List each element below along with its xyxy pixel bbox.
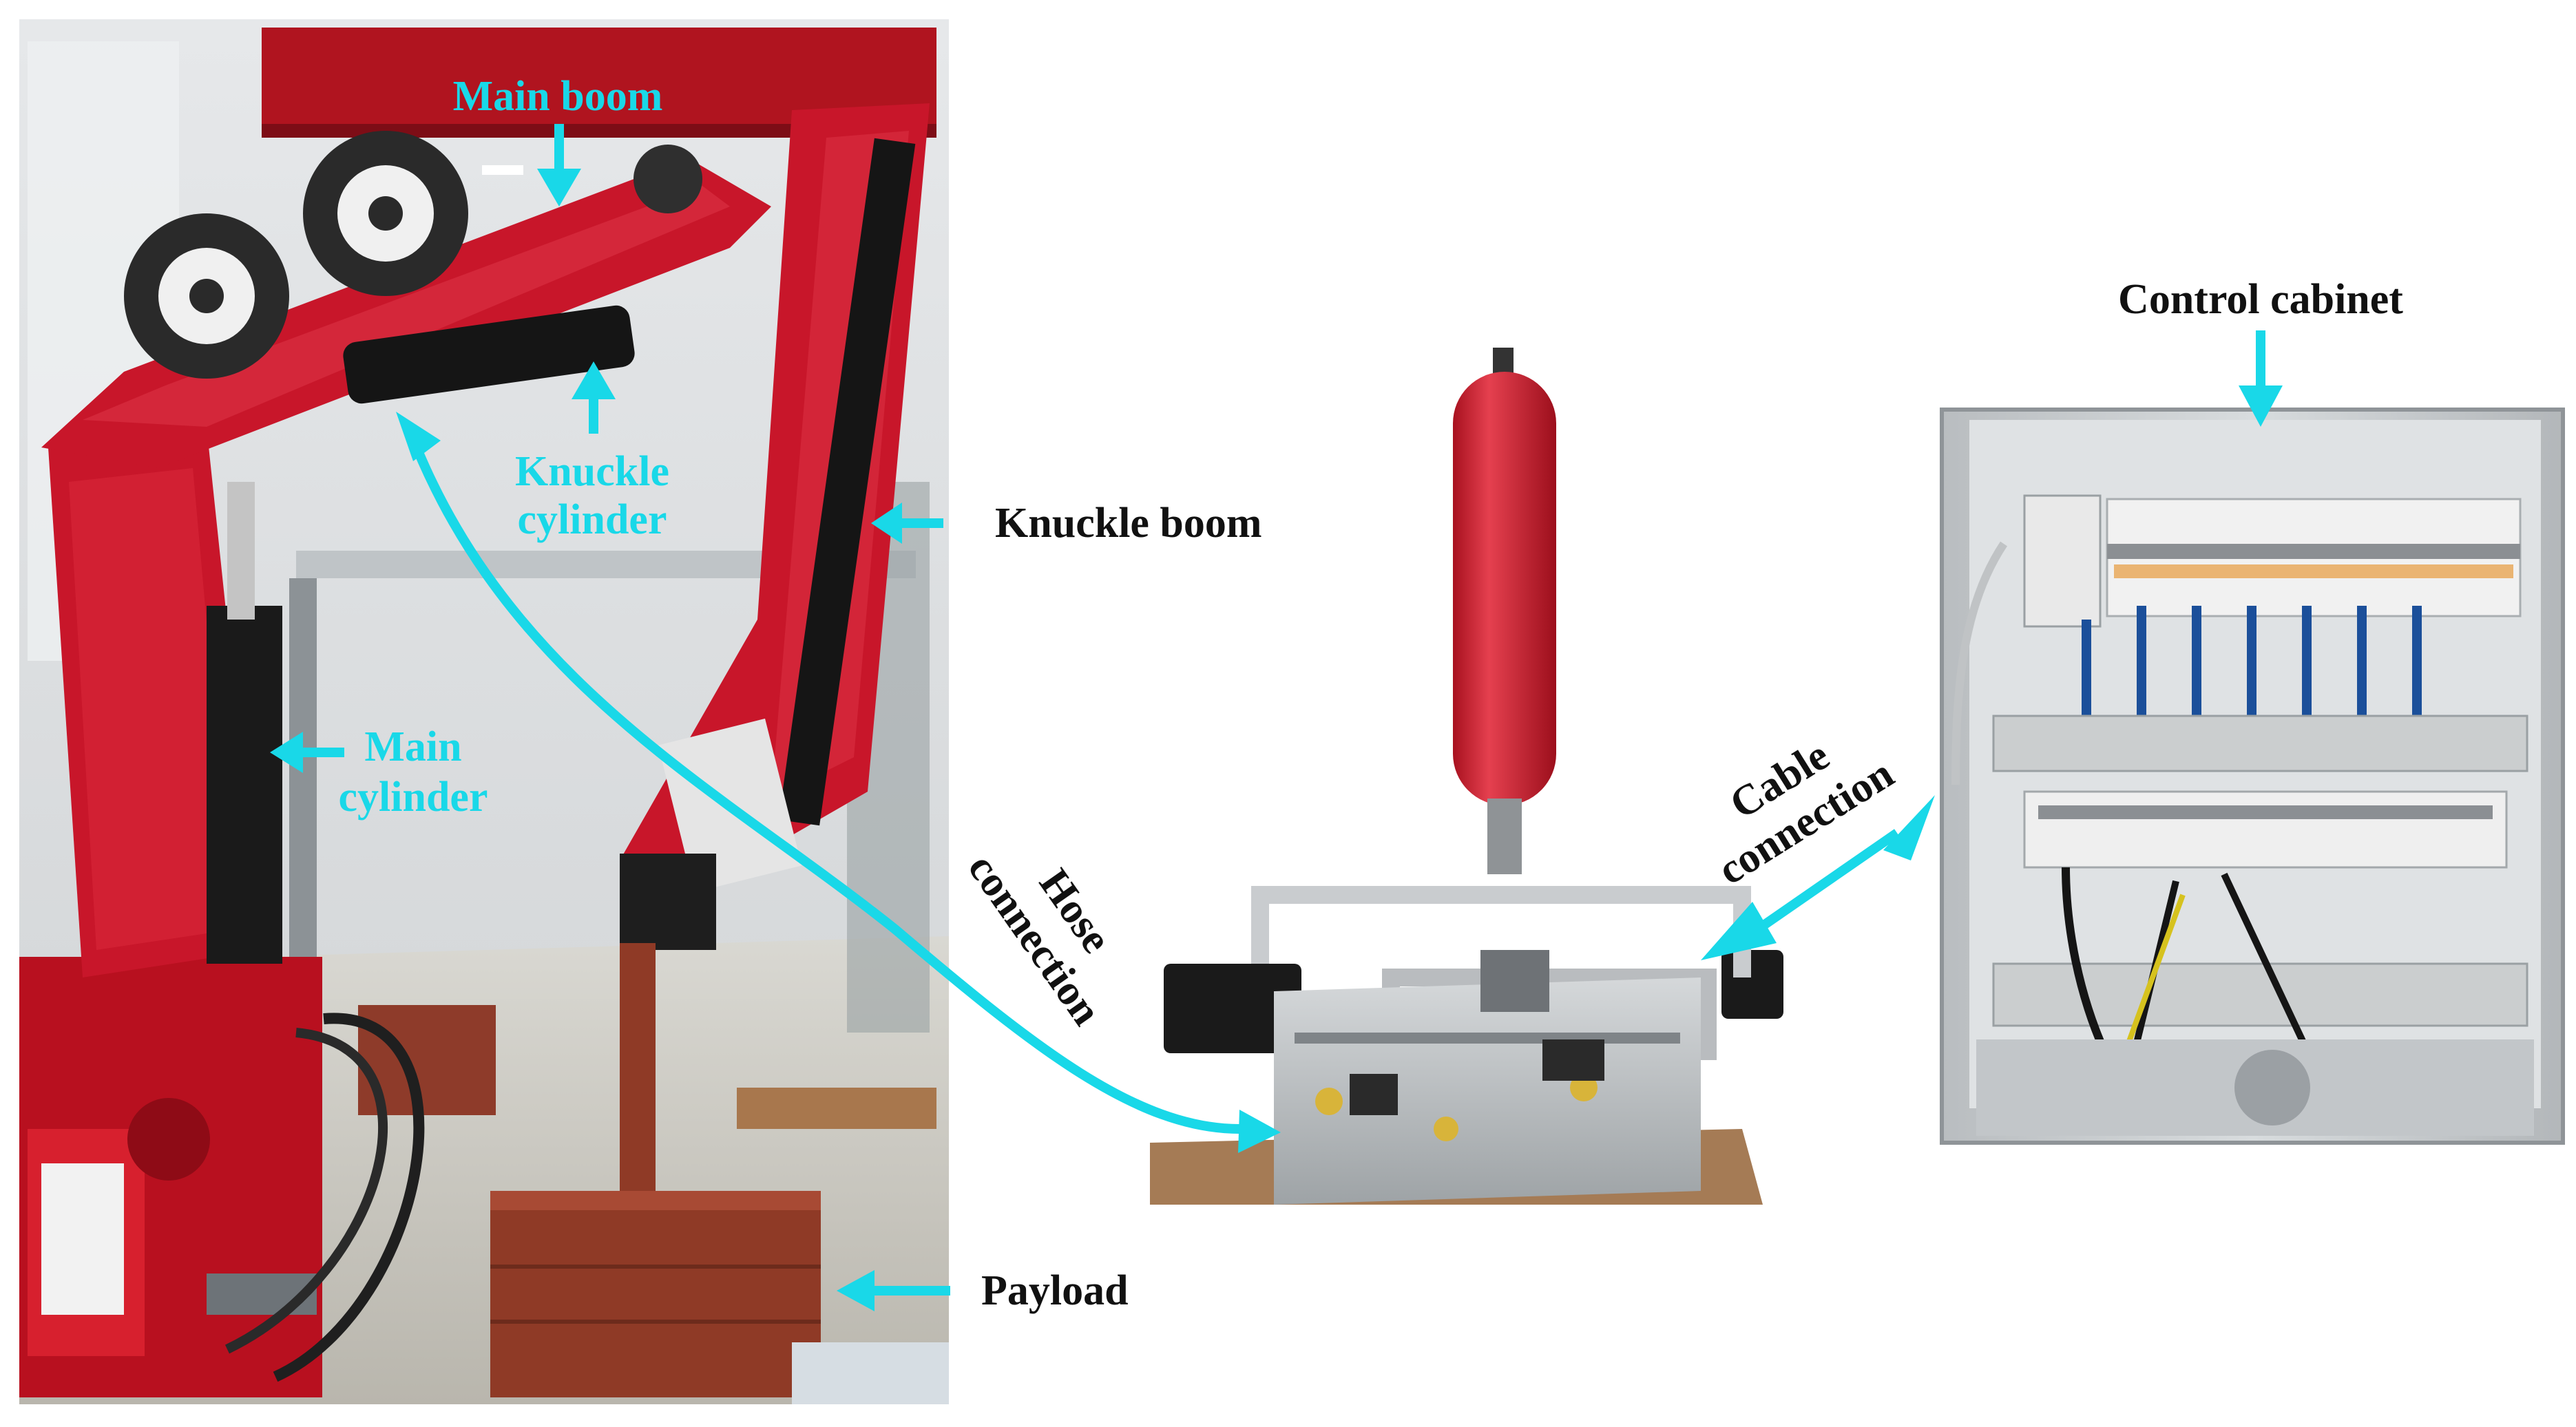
main-cylinder-label-line1: Main xyxy=(364,723,461,770)
crane-photo xyxy=(19,19,949,1404)
control-cabinet-arrow xyxy=(2239,330,2283,427)
control-cabinet-label: Control cabinet xyxy=(2118,276,2403,323)
hose-connection-arrow xyxy=(396,412,1281,1153)
payload-arrow xyxy=(837,1270,950,1311)
main-cylinder-label-line2: cylinder xyxy=(339,774,488,821)
knuckle-boom-arrow xyxy=(871,503,943,544)
cable-connection-arrow xyxy=(1701,795,1935,960)
main-boom-label: Main boom xyxy=(453,73,663,120)
payload-label: Payload xyxy=(981,1267,1129,1314)
cable-connection-label: Cable connection xyxy=(1710,732,1901,894)
knuckle-boom-label: Knuckle boom xyxy=(995,500,1262,547)
annotation-arrows xyxy=(270,124,2283,1311)
knuckle-cylinder-label-line2: cylinder xyxy=(518,496,667,543)
main-cylinder-arrow xyxy=(270,732,344,773)
hydraulic-manifold-photo xyxy=(1150,348,1783,1205)
main-boom-arrow xyxy=(537,124,581,207)
knuckle-cylinder-arrow xyxy=(572,361,616,434)
control-cabinet-photo xyxy=(1940,408,2565,1145)
knuckle-cylinder-label-line1: Knuckle xyxy=(515,448,669,495)
